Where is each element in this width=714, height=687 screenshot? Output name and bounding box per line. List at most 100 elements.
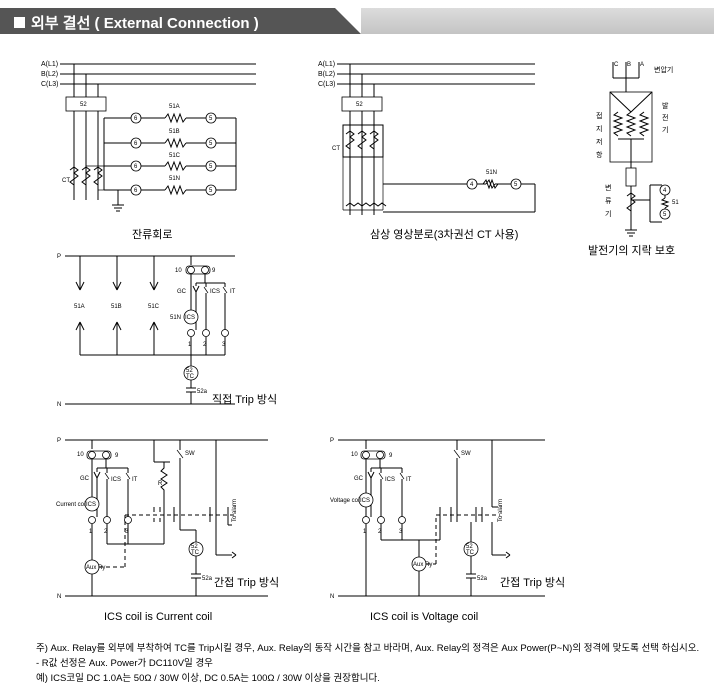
terminal-9-dt: 9 — [212, 268, 216, 274]
terminal-2-ic: 2 — [104, 529, 108, 535]
terminal-c-label: C — [614, 62, 619, 68]
relay-51b-label-dt: 51B — [111, 304, 122, 310]
terminal-5-a: 5 — [209, 116, 213, 122]
terminal-3-vc: 3 — [399, 529, 403, 535]
tc-label-dt: TC — [186, 374, 195, 380]
terminal-10-ic: 10 — [77, 452, 84, 458]
it-label-ic: IT — [132, 477, 138, 483]
a52-label-ic: 52a — [202, 576, 213, 582]
terminal-a-label: A — [640, 62, 644, 68]
a52-label-dt: 52a — [197, 389, 208, 395]
current-tr-label-3: 기 — [605, 209, 611, 218]
current-tr-label-2: 류 — [605, 197, 612, 205]
generator-label-2: 전 — [662, 113, 668, 122]
bus-n-label-1: N — [57, 402, 61, 408]
ct-coil-b — [81, 166, 91, 186]
relay-51n-label: 51N — [169, 176, 180, 182]
terminal-1-ic: 1 — [89, 529, 93, 535]
tc-label-vc: TC — [466, 550, 475, 556]
ground-res-label-4: 항 — [596, 150, 603, 159]
relay-51n-label-2: 51N — [486, 170, 497, 176]
aux-label-vc: Aux Ry — [413, 562, 432, 568]
breaker-52-label-2: 52 — [356, 102, 363, 108]
bus-p-label-1: P — [57, 254, 61, 260]
ct-coil-c — [93, 166, 103, 186]
ground-res-label-3: 저 — [596, 137, 602, 146]
caption-generator-ground: 발전기의 지락 보호 — [588, 244, 675, 257]
breaker-52-label: 52 — [80, 102, 87, 108]
tc-52-ic: 52 — [191, 544, 198, 550]
ics-label-vc: ICS — [385, 477, 395, 483]
ground-res-label-1: 접 — [596, 112, 602, 120]
relay-51n-label-dt: 51N — [170, 315, 181, 321]
gc-label-ic: GC — [80, 476, 90, 482]
indirect-trip-current-diagram: P N 10 9 GC ICS IT Current coil ICS 1 2 … — [56, 438, 279, 623]
line-label-a: A(L1) — [41, 61, 58, 68]
terminal-10-dt: 10 — [175, 268, 182, 274]
bus-n-label-2: N — [57, 594, 61, 600]
terminal-6-c: 6 — [134, 164, 138, 170]
section-title-text: 외부 결선 ( External Connection ) — [31, 15, 259, 32]
line-label-c: C(L3) — [41, 81, 59, 88]
relay-51b-label: 51B — [169, 129, 180, 135]
relay-51-label: 51 — [672, 200, 679, 206]
ics-label-ic: ICS — [111, 477, 121, 483]
ground-res-label-2: 지 — [596, 124, 602, 133]
header-bar — [0, 8, 335, 34]
line-label-b: B(L2) — [41, 71, 58, 78]
tc-label-ic: TC — [191, 550, 200, 556]
ics-coil-label-ic: ICS — [86, 502, 96, 508]
section-title: 외부 결선 ( External Connection ) — [14, 12, 259, 33]
aux-label-ic: Aux Ry — [86, 565, 105, 571]
ics-label-dt: ICS — [210, 289, 220, 295]
terminal-9-vc: 9 — [389, 453, 393, 459]
ics-coil-dt — [183, 309, 199, 325]
r-label-ic: R — [158, 481, 163, 487]
footnote-line-3: 예) ICS코일 DC 1.0A는 50Ω / 30W 이상, DC 0.5A는… — [36, 673, 380, 684]
resistor-r-ic — [160, 462, 168, 496]
terminal-1-dt: 1 — [188, 342, 192, 348]
gc-label-vc: GC — [354, 476, 364, 482]
header-bar-fade — [361, 8, 714, 34]
caption-direct-trip: 직접 Trip 방식 — [212, 393, 277, 406]
terminal-5-c: 5 — [209, 164, 213, 170]
residual-circuit-diagram: A(L1) B(L2) C(L3) 52 CT 6 6 6 6 — [41, 61, 256, 241]
direct-trip-diagram: P N 51A 51B 51C 10 9 GC ICS IT 51N ICS 1… — [57, 254, 277, 408]
terminal-4-zs: 4 — [470, 182, 474, 188]
square-bullet-icon — [14, 17, 25, 28]
terminal-6-n: 6 — [134, 188, 138, 194]
line-label-a-2: A(L1) — [318, 61, 335, 68]
terminal-1-vc: 1 — [363, 529, 367, 535]
terminal-5-n: 5 — [209, 188, 213, 194]
caption-indirect-trip-2: 간접 Trip 방식 — [500, 576, 565, 589]
terminal-6-b: 6 — [134, 141, 138, 147]
ct-coil-a — [69, 166, 79, 186]
caption-ics-voltage: ICS coil is Voltage coil — [370, 611, 478, 623]
bus-n-label-3: N — [330, 594, 334, 600]
terminal-5-zs: 5 — [514, 182, 518, 188]
current-tr-label-1: 변 — [605, 184, 611, 192]
current-coil-label: Current coil — [56, 502, 87, 508]
terminal-3-dt: 3 — [222, 342, 226, 348]
bus-p-label-3: P — [330, 438, 334, 444]
footnotes: 주) Aux. Relay를 외부에 부착하여 TC를 Trip시킬 경우, A… — [36, 641, 706, 686]
it-label-vc: IT — [406, 477, 412, 483]
caption-residual-circuit: 잔류회로 — [132, 228, 172, 241]
bus-p-label-2: P — [57, 438, 61, 444]
caption-indirect-trip-1: 간접 Trip 방식 — [214, 576, 279, 589]
external-connection-diagram: .w { stroke: #000; stroke-width: 1; fill… — [41, 61, 679, 623]
caption-zero-sequence: 삼상 영상분로(3차권선 CT 사용) — [370, 228, 518, 241]
to-alarm-label-vc: To alarm — [498, 499, 504, 522]
voltage-coil-label: Voltage coil — [330, 498, 361, 504]
terminal-5-gen: 5 — [663, 212, 667, 218]
relay-51c-label: 51C — [169, 153, 181, 159]
zero-sequence-diagram: A(L1) B(L2) C(L3) 52 CT 4 51N 5 삼상 영상분 — [318, 61, 536, 241]
ct-label-2: CT — [332, 146, 340, 152]
tc-52-dt: 52 — [186, 368, 193, 374]
ground-resistor — [625, 167, 637, 187]
footnote-line-1: 주) Aux. Relay를 외부에 부착하여 TC를 Trip시킬 경우, A… — [36, 643, 700, 654]
relay-51a-label-dt: 51A — [74, 304, 85, 310]
gc-label-dt: GC — [177, 289, 187, 295]
terminal-10-vc: 10 — [351, 452, 358, 458]
a52-label-vc: 52a — [477, 576, 488, 582]
